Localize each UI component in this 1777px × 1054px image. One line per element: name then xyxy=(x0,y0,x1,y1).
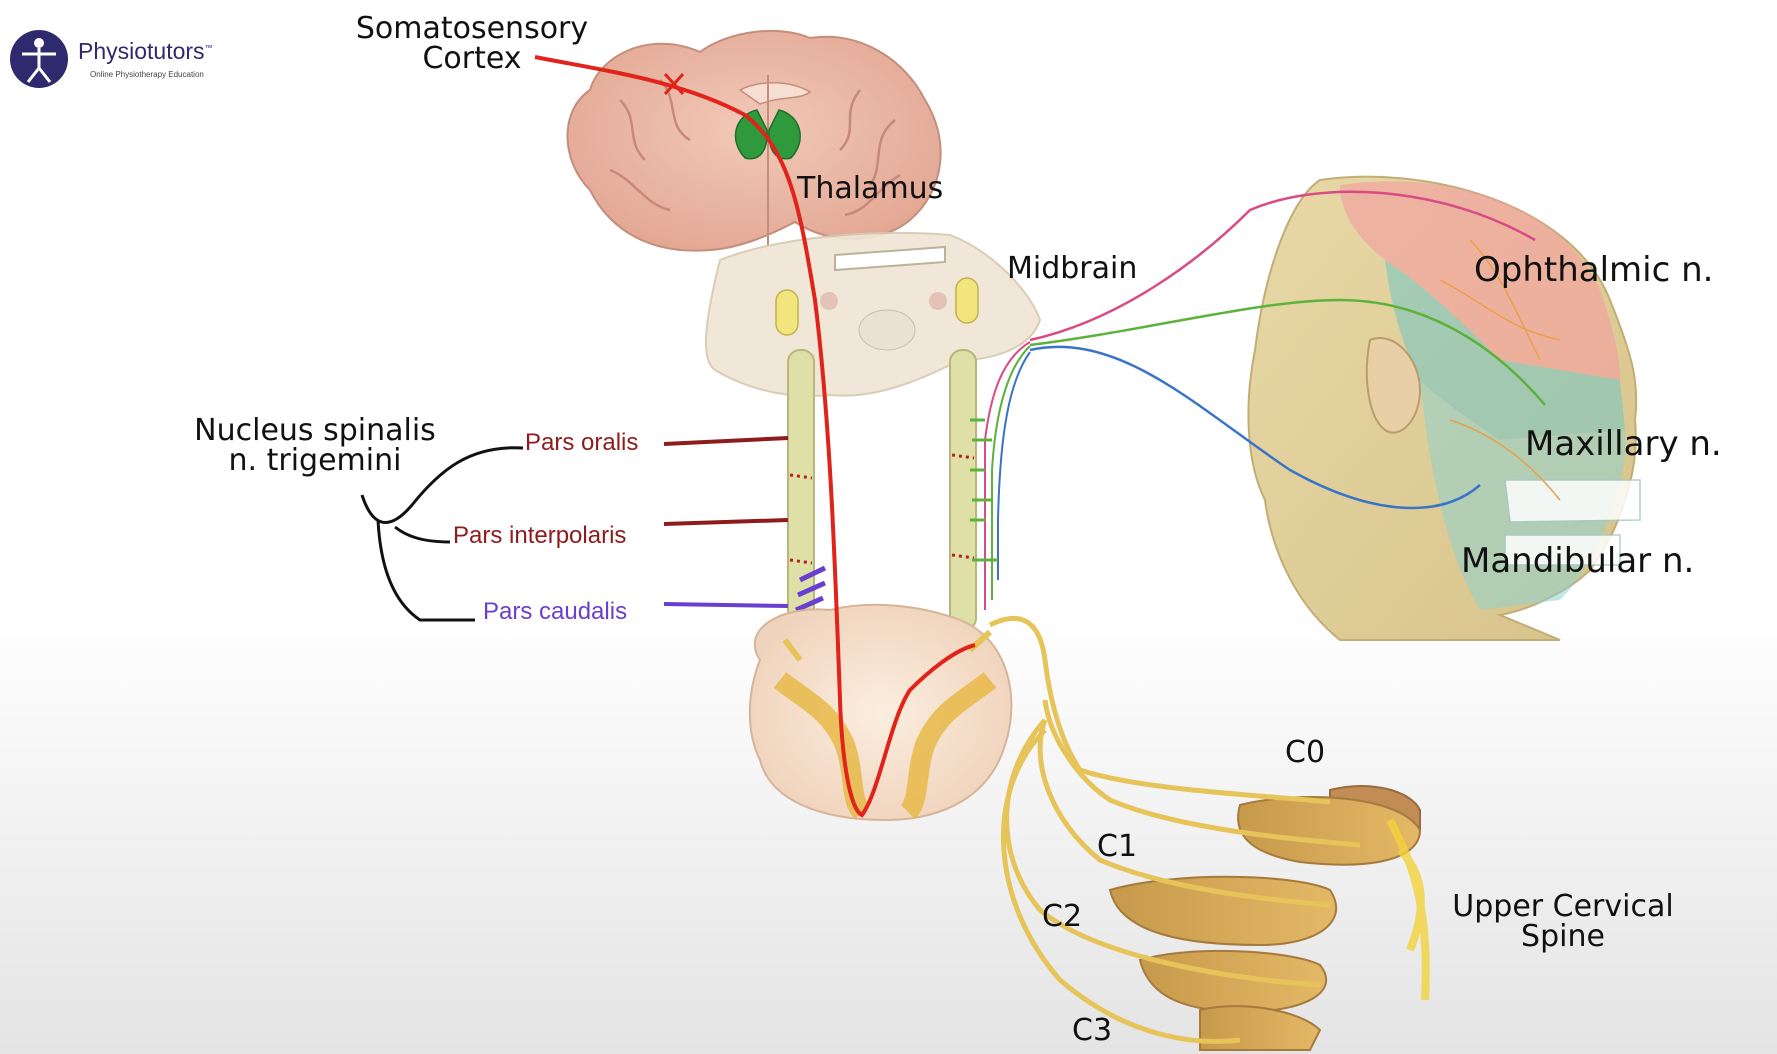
label-pars-oralis: Pars oralis xyxy=(525,429,639,456)
physiotutors-logo: Physiotutors™ Online Physiotherapy Educa… xyxy=(8,28,248,90)
label-c1: C1 xyxy=(1097,829,1138,864)
logo-name: Physiotutors™ xyxy=(78,38,213,64)
label-cortex: Cortex xyxy=(422,41,522,76)
maxillary-nerve-path xyxy=(1029,298,1546,406)
midbrain-section xyxy=(705,231,1042,397)
label-mandibular-nerve: Mandibular n. xyxy=(1461,541,1695,581)
vitruvian-man-icon xyxy=(10,30,68,88)
label-nucleus-line1: Nucleus spinalis xyxy=(194,413,436,448)
label-maxillary-nerve: Maxillary n. xyxy=(1525,424,1722,464)
label-nucleus-spinalis: Nucleus spinalis n. trigemini xyxy=(160,416,470,476)
brain-coronal-section xyxy=(566,29,942,252)
cortex-termination-mark xyxy=(663,72,685,96)
label-c0: C0 xyxy=(1285,735,1326,770)
label-somatosensory: Somatosensory xyxy=(355,11,589,46)
label-upper-cervical: Upper Cervical xyxy=(1452,889,1674,924)
mandibular-nerve-path xyxy=(1029,345,1481,510)
label-pars-interpolaris: Pars interpolaris xyxy=(453,522,627,549)
label-somatosensory-cortex: Somatosensory Cortex xyxy=(334,14,610,74)
nucleus-bracket xyxy=(360,446,524,622)
label-c2: C2 xyxy=(1042,899,1083,934)
ophthalmic-nerve-path xyxy=(1029,190,1536,342)
spinal-cord-section xyxy=(748,603,1013,822)
cervical-nerve-roots xyxy=(988,615,1361,1044)
label-ophthalmic-nerve: Ophthalmic n. xyxy=(1474,250,1714,290)
trademark-symbol: ™ xyxy=(204,43,213,53)
head-illustration xyxy=(1247,175,1641,641)
descending-tract-fibers xyxy=(970,341,1031,610)
logo-tagline: Online Physiotherapy Education xyxy=(90,70,204,79)
label-c3: C3 xyxy=(1072,1013,1113,1048)
label-nucleus-line2: n. trigemini xyxy=(228,443,402,478)
label-upper-cervical-spine: Upper Cervical Spine xyxy=(1433,892,1693,952)
upper-cervical-spine xyxy=(1108,785,1430,1051)
label-spine: Spine xyxy=(1521,919,1605,954)
trigeminothalamic-tract xyxy=(534,55,976,818)
pars-leader-lines xyxy=(663,436,789,608)
label-midbrain: Midbrain xyxy=(1007,251,1138,286)
spinal-trigeminal-columns xyxy=(787,349,977,646)
label-pars-caudalis: Pars caudalis xyxy=(483,598,628,625)
label-thalamus: Thalamus xyxy=(797,171,944,206)
